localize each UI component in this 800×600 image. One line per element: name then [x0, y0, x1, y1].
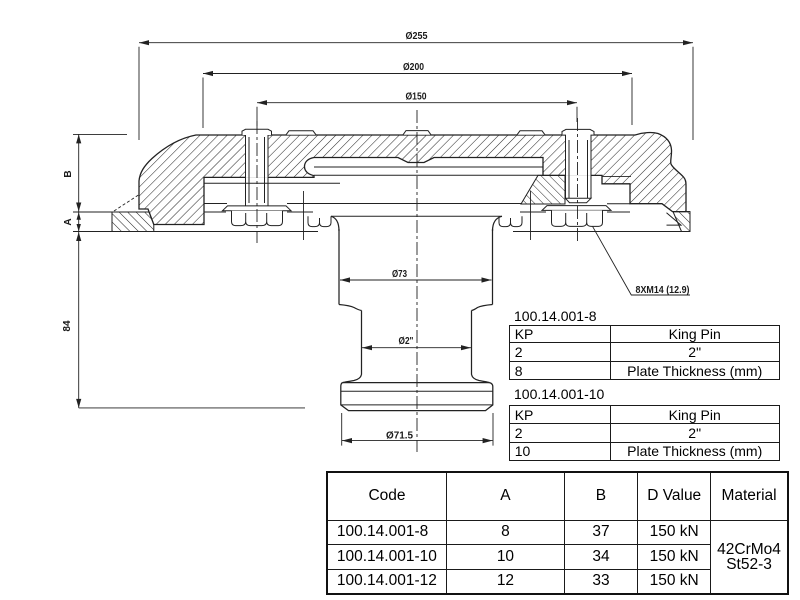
svg-text:Ø150: Ø150: [406, 92, 427, 103]
svg-text:Ø200: Ø200: [403, 62, 424, 73]
svg-text:Ø2": Ø2": [399, 336, 414, 347]
svg-text:8XM14 (12.9): 8XM14 (12.9): [636, 285, 690, 296]
svg-text:Ø71.5: Ø71.5: [386, 431, 413, 442]
svg-text:Ø255: Ø255: [406, 31, 428, 42]
svg-text:B: B: [63, 170, 74, 177]
svg-text:A: A: [63, 218, 74, 225]
svg-text:Ø73: Ø73: [392, 269, 407, 280]
svg-text:84: 84: [62, 320, 73, 332]
